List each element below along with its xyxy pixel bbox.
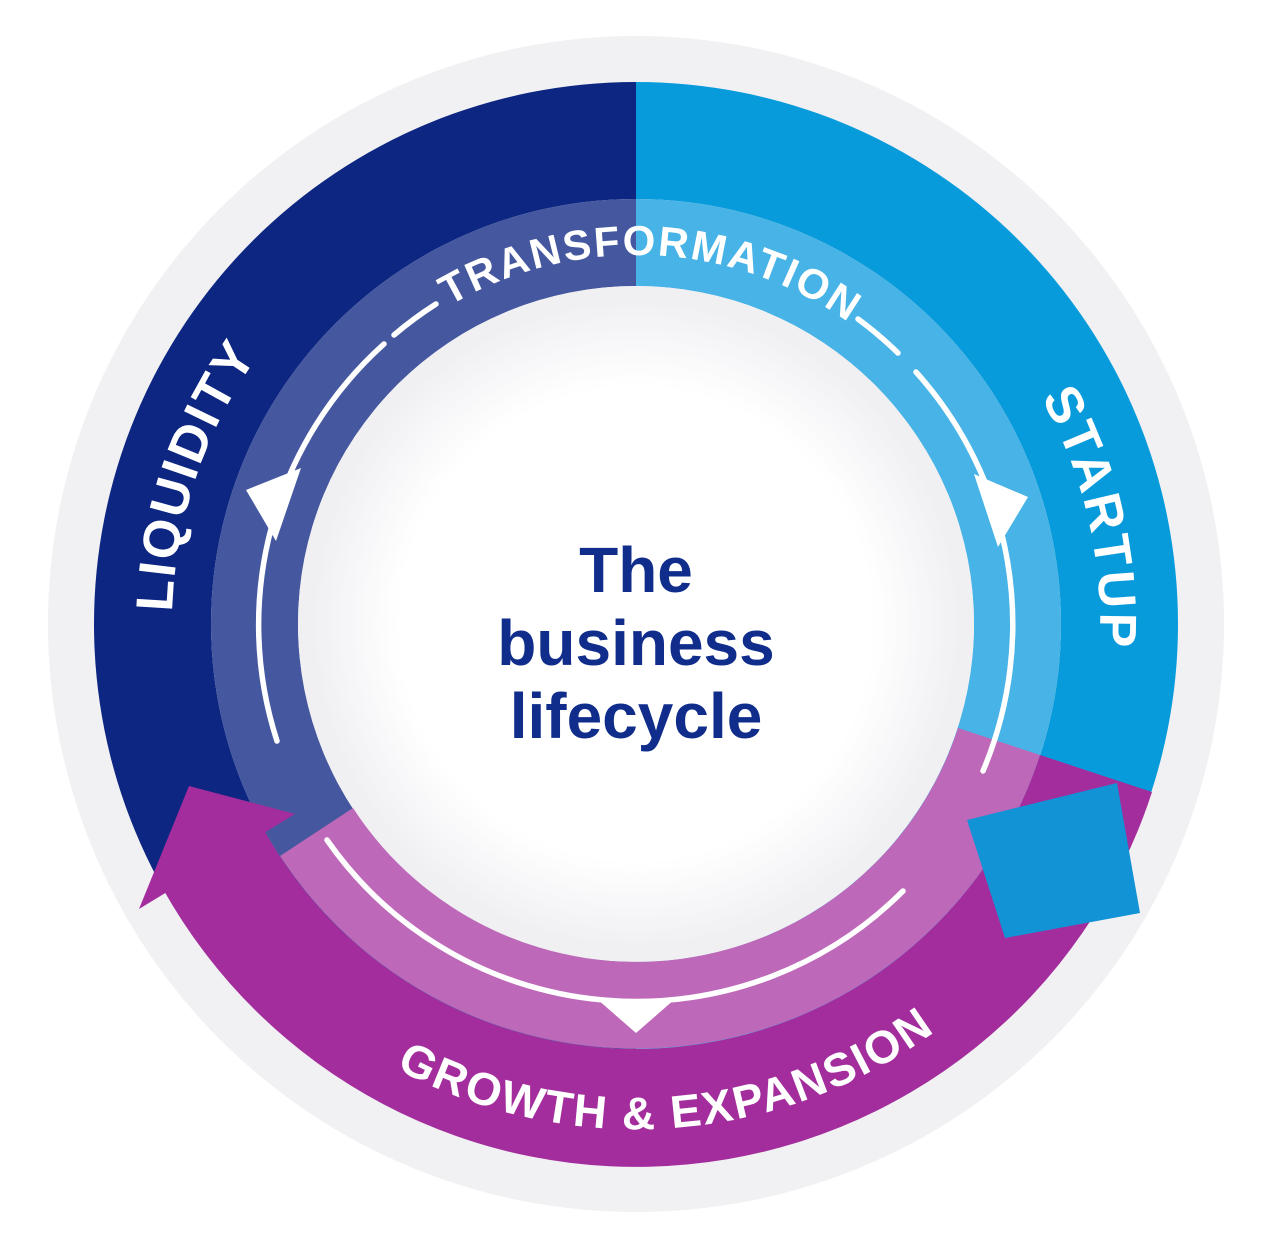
center-disc <box>298 286 974 962</box>
cycle-arrowhead-bottom-icon <box>597 999 675 1033</box>
center-title-line-2: business <box>497 607 774 679</box>
growth-arrow-inner-band <box>280 728 1040 1049</box>
cycle-arrowhead-right-icon <box>974 474 1028 547</box>
center-title-line-3: lifecycle <box>510 680 763 752</box>
center-title-line-1: The <box>579 534 693 606</box>
cycle-line-right <box>913 369 1016 774</box>
cycle-line-dash-right <box>855 316 901 356</box>
center-title: The business lifecycle <box>497 534 774 752</box>
growth-arrowhead-icon <box>139 786 295 909</box>
cycle-arrowhead-left-icon <box>246 468 301 541</box>
cycle-line-dash-left <box>391 301 439 338</box>
growth-arrow-outer-band <box>162 755 1152 1167</box>
cycle-line-arrowheads <box>246 468 1028 1033</box>
startup-arrowhead-icon <box>967 783 1140 938</box>
